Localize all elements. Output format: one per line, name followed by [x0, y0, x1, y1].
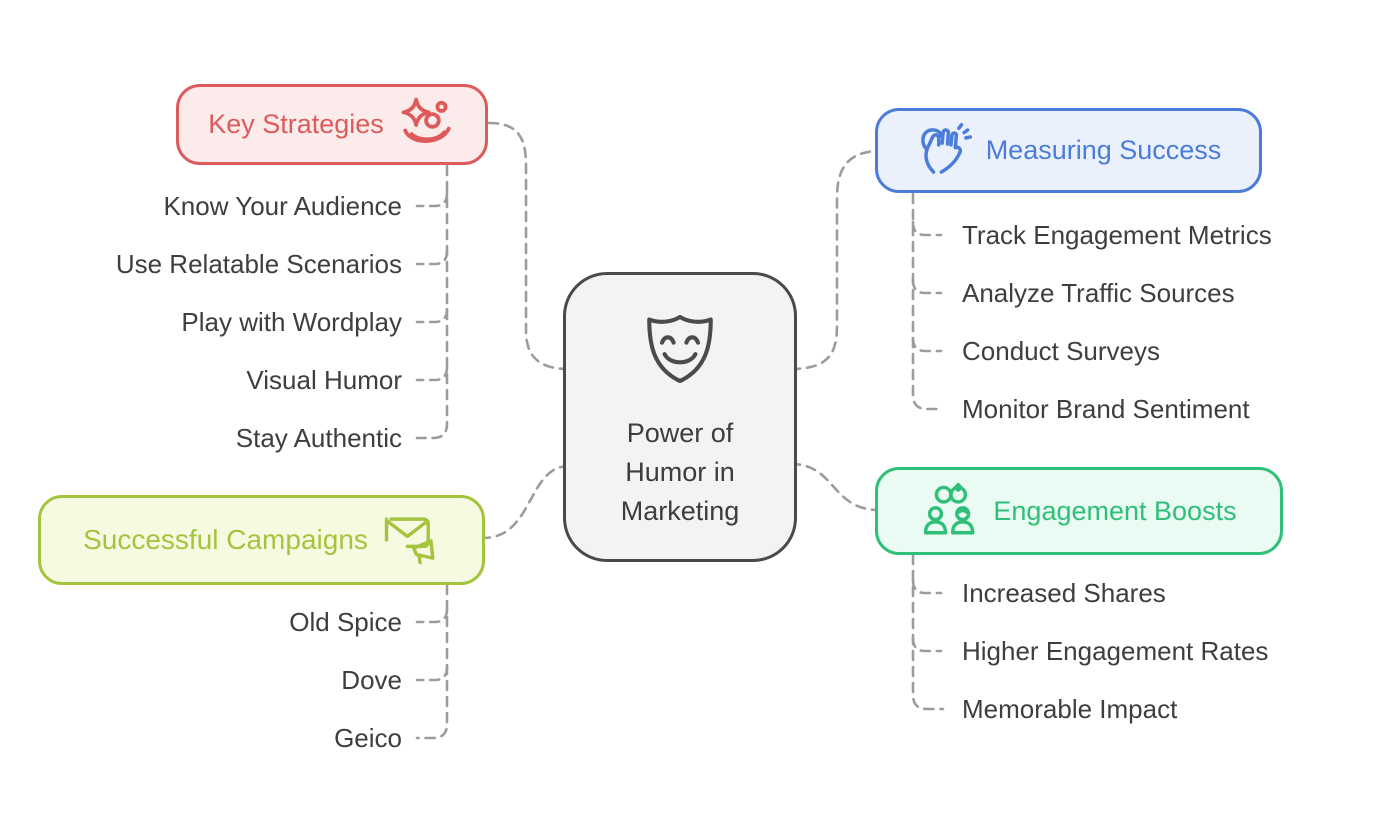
branch-label-measuring-success: Measuring Success	[985, 135, 1222, 165]
connector-stub	[911, 636, 943, 653]
branch-label-engagement-boosts: Engagement Boosts	[993, 495, 1237, 526]
child-item-memorable-impact: Memorable Impact	[962, 694, 1178, 724]
linked-rings-people-icon	[921, 481, 979, 541]
child-item-higher-engagement-rates: Higher Engagement Rates	[962, 636, 1269, 666]
branch-node-successful-campaigns: Successful Campaigns	[38, 495, 485, 585]
child-item-old-spice: Old Spice	[289, 607, 402, 637]
child-item-conduct-surveys: Conduct Surveys	[962, 336, 1160, 366]
connector-stub	[415, 665, 449, 682]
center-title-line: Humor in	[625, 457, 735, 487]
child-item-stay-authentic: Stay Authentic	[235, 423, 402, 453]
center-title-line: Power of	[626, 418, 734, 448]
connector-key-strategies-center	[487, 121, 571, 371]
connector-successful-campaigns-items	[415, 583, 449, 740]
center-title-line: Marketing	[620, 496, 740, 526]
connector-stub	[415, 365, 449, 382]
connector-stub	[415, 249, 449, 266]
center-node-title: Power of Humor in Marketing	[621, 414, 740, 531]
child-item-monitor-brand-sentiment: Monitor Brand Sentiment	[962, 394, 1250, 424]
connector-stub	[415, 607, 449, 624]
child-item-dove: Dove	[341, 665, 402, 695]
connector-stub	[415, 191, 449, 208]
clapping-hands-icon	[916, 122, 972, 180]
child-item-use-relatable-scenarios: Use Relatable Scenarios	[115, 249, 402, 279]
branch-node-key-strategies: Key Strategies	[176, 84, 488, 165]
connector-key-strategies-items	[415, 164, 449, 440]
connector-stub	[415, 307, 449, 324]
connector-stub	[911, 220, 943, 237]
center-node: Power of Humor in Marketing	[563, 272, 797, 562]
child-item-track-engagement-metrics: Track Engagement Metrics	[962, 220, 1272, 250]
connector-center-engagement-boosts	[789, 462, 881, 512]
child-item-know-your-audience: Know Your Audience	[163, 191, 402, 221]
child-item-visual-humor: Visual Humor	[246, 365, 402, 395]
child-item-analyze-traffic-sources: Analyze Traffic Sources	[962, 278, 1235, 308]
branch-node-engagement-boosts: Engagement Boosts	[875, 467, 1283, 555]
connector-stub	[911, 578, 943, 595]
child-item-geico: Geico	[334, 723, 402, 753]
connector-measuring-success-items	[911, 192, 945, 411]
branch-node-measuring-success: Measuring Success	[875, 108, 1262, 193]
connector-stub	[911, 336, 943, 353]
clown-face-icon	[398, 95, 456, 155]
theater-mask-icon	[639, 307, 721, 396]
child-item-increased-shares: Increased Shares	[962, 578, 1166, 608]
mail-megaphone-icon	[382, 511, 440, 569]
connector-stub	[911, 278, 943, 295]
child-item-play-with-wordplay: Play with Wordplay	[181, 307, 402, 337]
branch-label-successful-campaigns: Successful Campaigns	[83, 524, 368, 555]
connector-engagement-boosts-items	[911, 553, 945, 711]
branch-label-key-strategies: Key Strategies	[208, 109, 384, 139]
connector-center-successful-campaigns	[481, 464, 571, 540]
connector-center-measuring-success	[789, 149, 882, 371]
